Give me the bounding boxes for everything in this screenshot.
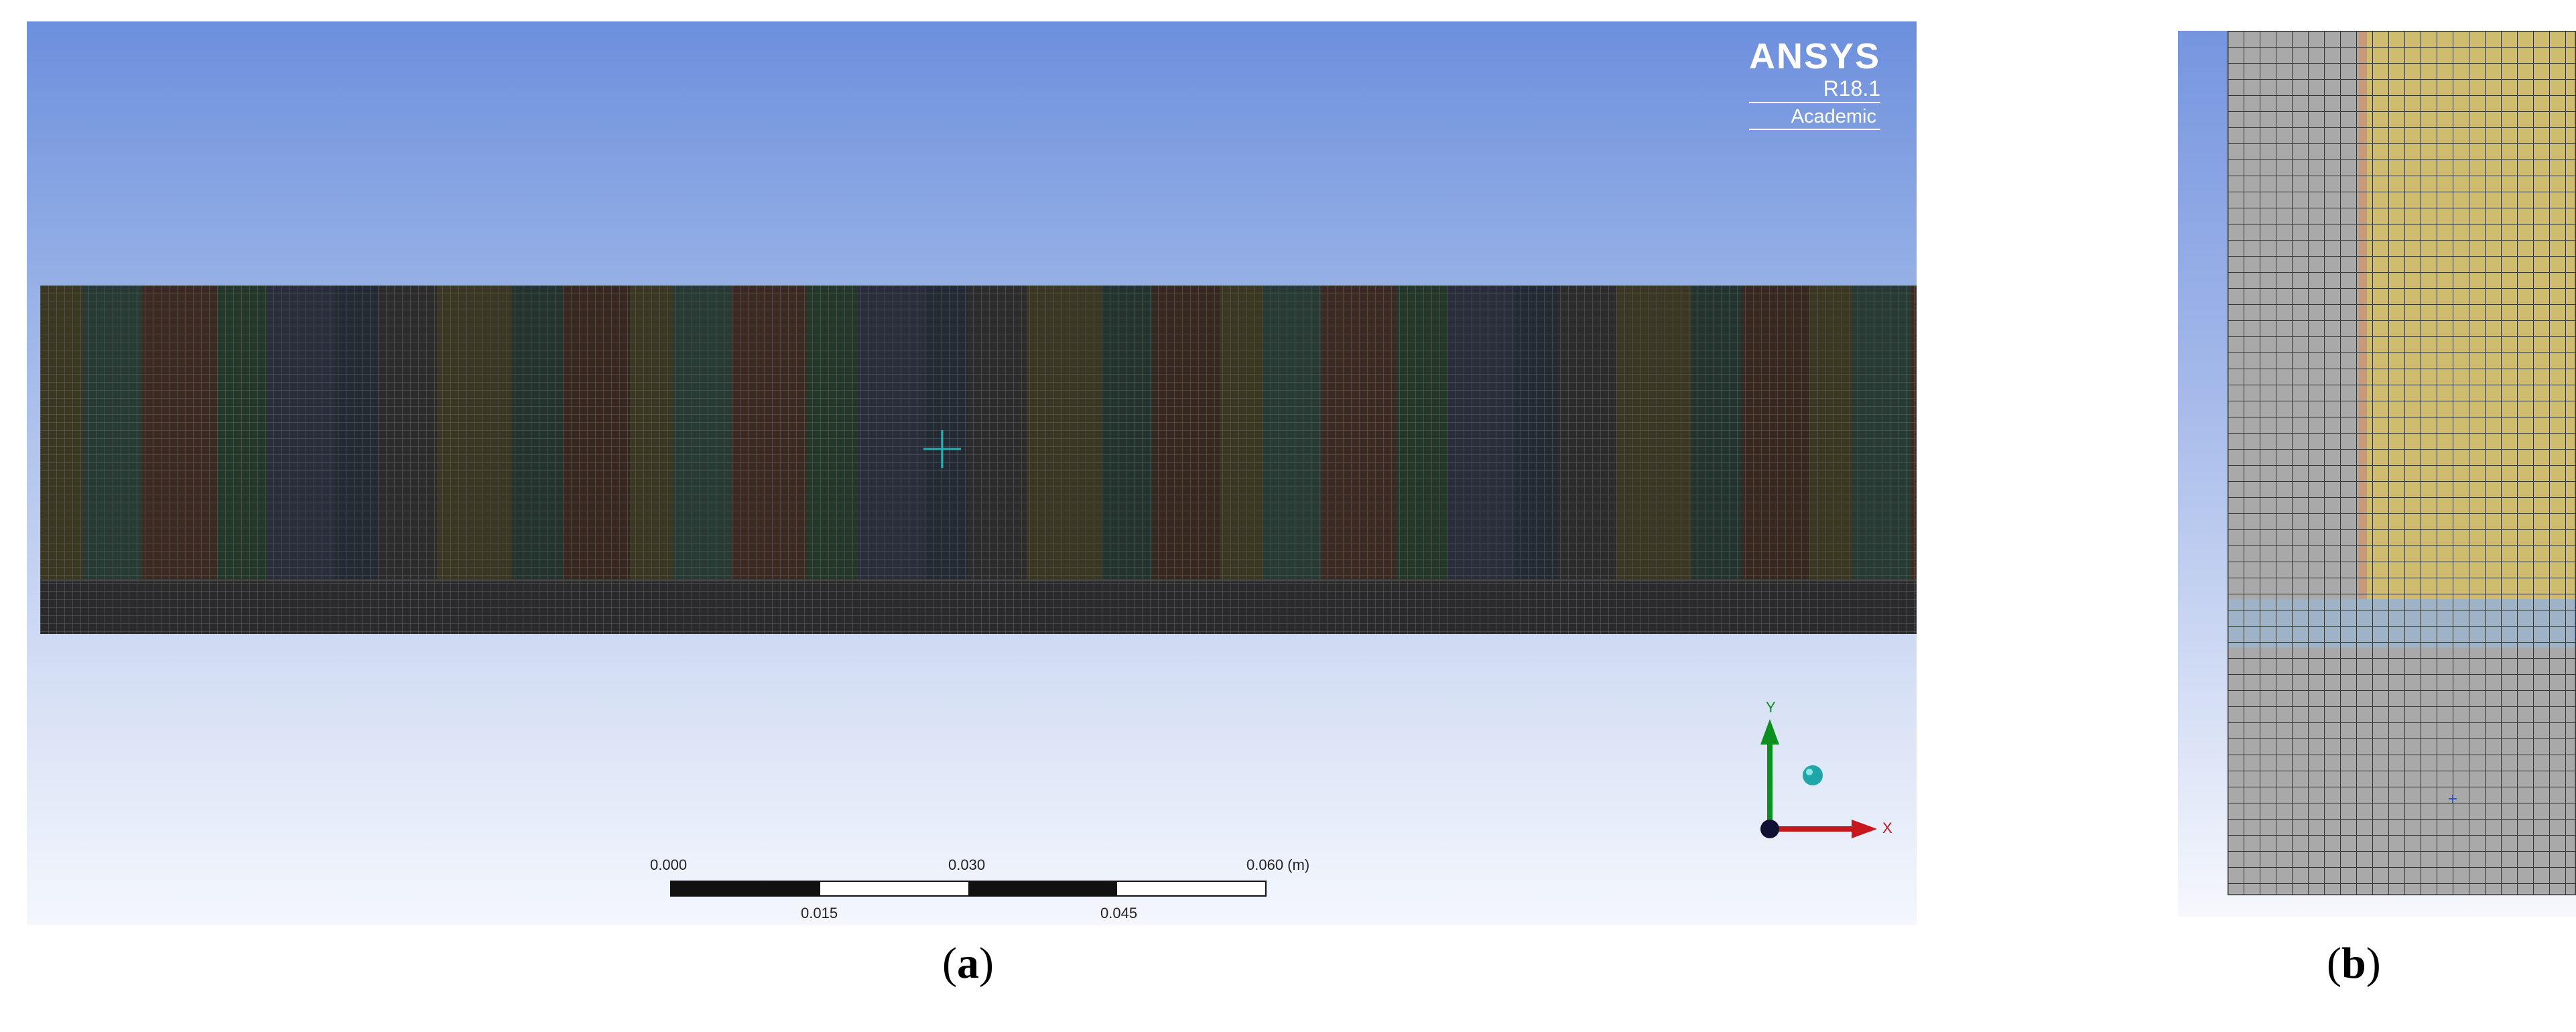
triad-x-label: X bbox=[1882, 820, 1892, 836]
caption-b: (b) bbox=[2327, 939, 2381, 988]
logo-name: ANSYS bbox=[1748, 36, 1880, 76]
logo-version: R18.1 bbox=[1823, 76, 1880, 101]
scale-label-060: 0.060 (m) bbox=[1246, 856, 1310, 873]
mesh-geometry-a[interactable] bbox=[40, 285, 1917, 634]
logo-edition: Academic bbox=[1748, 102, 1880, 130]
crosshair-icon bbox=[923, 430, 961, 468]
scale-bar: 0.000 0.030 0.060 (m) 0.015 0.045 bbox=[650, 856, 1320, 925]
scale-label-0: 0.000 bbox=[650, 856, 688, 873]
caption-a: (a) bbox=[942, 939, 994, 988]
mesh-b-crosshair-icon bbox=[2449, 795, 2457, 803]
scale-label-015: 0.015 bbox=[801, 905, 838, 921]
scale-label-045: 0.045 bbox=[1100, 905, 1138, 921]
ansys-logo: ANSYS R18.1 Academic bbox=[1748, 36, 1880, 130]
triad-y-label: Y bbox=[1766, 699, 1776, 716]
coordinate-triad-icon[interactable]: Y X bbox=[1752, 695, 1893, 849]
mesh-geometry-b[interactable] bbox=[2228, 31, 2576, 895]
scale-label-030: 0.030 bbox=[948, 856, 986, 873]
scale-track bbox=[670, 881, 1267, 897]
viewport-a[interactable]: ANSYS R18.1 Academic Y X 0 bbox=[27, 21, 1917, 925]
viewport-b[interactable] bbox=[2178, 31, 2576, 917]
